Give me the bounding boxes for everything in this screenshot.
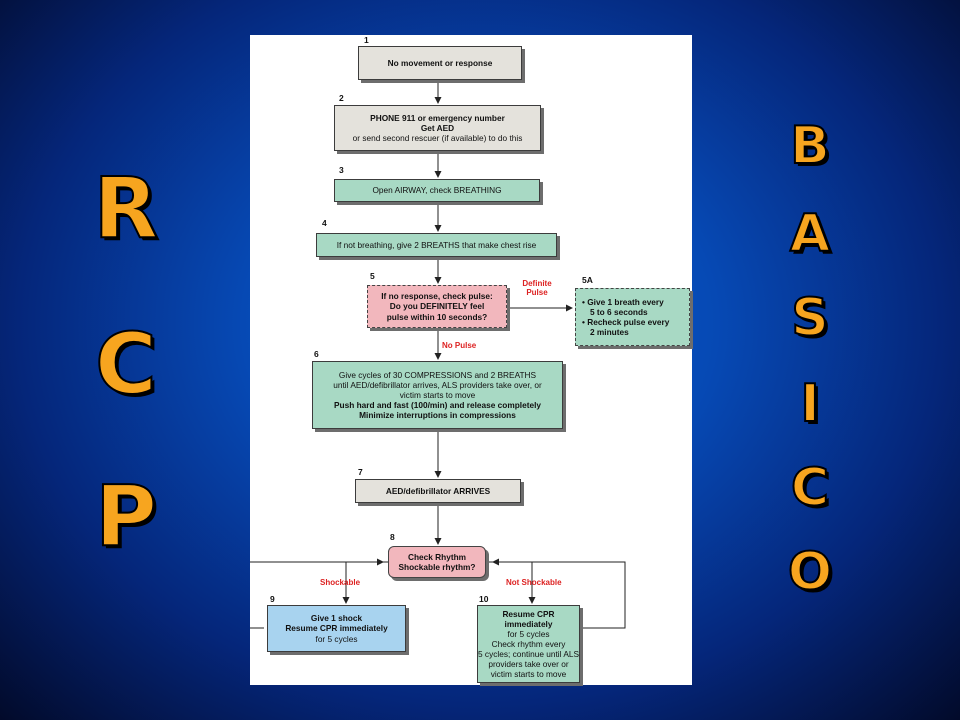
step-1-box: No movement or response <box>358 46 522 80</box>
step-text: Push hard and fast (100/min) and release… <box>333 400 542 411</box>
edge-label-not-shockable: Not Shockable <box>506 578 562 587</box>
step-text: • Recheck pulse every <box>582 317 670 327</box>
step-text: 5 to 6 seconds <box>590 306 648 317</box>
step-text: providers take over or <box>488 659 569 670</box>
step-5-decision-box: If no response, check pulse: Do you DEFI… <box>367 285 507 328</box>
step-text: or send second rescuer (if available) to… <box>352 133 523 144</box>
step-2-box: PHONE 911 or emergency number Get AED or… <box>334 105 541 151</box>
step-6-box: Give cycles of 30 COMPRESSIONS and 2 BRE… <box>312 361 563 429</box>
title-letter-o: O <box>787 542 833 602</box>
edge-label-shockable: Shockable <box>320 578 361 587</box>
step-text: Get AED <box>420 122 455 133</box>
title-letter-b: B <box>789 116 831 176</box>
edge-label-no-pulse: No Pulse <box>442 341 477 350</box>
title-letter-r: R <box>93 159 160 257</box>
step-text: Resume CPR immediately <box>285 623 388 634</box>
title-letter-i: I <box>799 374 820 434</box>
step-number: 6 <box>314 349 319 359</box>
step-text: until AED/defibrillator arrives, ALS pro… <box>333 379 542 390</box>
step-number: 10 <box>479 594 489 604</box>
edge-label-definite-pulse: Definite Pulse <box>522 279 552 298</box>
title-letter-a: A <box>789 204 831 264</box>
step-number: 2 <box>339 93 344 103</box>
step-text: Shockable rhythm? <box>398 562 476 572</box>
step-3-box: Open AIRWAY, check BREATHING <box>334 179 540 202</box>
step-text: victim starts to move <box>399 389 476 400</box>
step-text: PHONE 911 or emergency number <box>370 112 505 123</box>
step-4-box: If not breathing, give 2 BREATHS that ma… <box>316 233 557 257</box>
step-text: Check Rhythm <box>407 551 467 562</box>
step-5a-box: • Give 1 breath every 5 to 6 seconds • R… <box>575 288 690 346</box>
step-text: pulse within 10 seconds? <box>386 311 488 322</box>
step-text: Minimize interruptions in compressions <box>359 410 516 421</box>
step-text: Check rhythm every <box>491 638 566 649</box>
step-number: 1 <box>364 35 369 45</box>
step-text: victim starts to move <box>490 669 567 680</box>
step-text: No movement or response <box>387 57 493 68</box>
step-text: Resume CPR immediately <box>502 608 555 629</box>
step-8-decision-box: Check Rhythm Shockable rhythm? <box>388 546 486 578</box>
step-text: • Give 1 breath every <box>582 296 664 307</box>
step-number: 7 <box>358 467 363 477</box>
step-text: If not breathing, give 2 BREATHS that ma… <box>336 239 537 250</box>
step-text: Open AIRWAY, check BREATHING <box>372 185 502 196</box>
step-text: AED/defibrillator ARRIVES <box>385 485 491 496</box>
step-text: Do you DEFINITELY feel <box>389 301 485 312</box>
step-9-box: Give 1 shock Resume CPR immediately for … <box>267 605 406 652</box>
step-number: 5 <box>370 271 375 281</box>
step-number: 5A <box>582 275 593 285</box>
title-letter-s: S <box>790 288 829 348</box>
title-letter-p: P <box>94 467 158 565</box>
step-text: for 5 cycles <box>507 628 550 639</box>
flowchart-connectors <box>250 82 626 629</box>
step-number: 8 <box>390 532 395 542</box>
cpr-flowchart: 1 2 3 4 5 5A 6 7 8 9 10 No movement or r… <box>250 35 692 685</box>
step-7-box: AED/defibrillator ARRIVES <box>355 479 521 503</box>
step-text: If no response, check pulse: <box>381 291 493 302</box>
step-10-box: Resume CPR immediately for 5 cycles Chec… <box>477 605 580 683</box>
step-number: 9 <box>270 594 275 604</box>
step-number: 4 <box>322 218 327 228</box>
step-text: 5 cycles; continue until ALS <box>478 649 580 660</box>
title-letter-c: C <box>94 315 158 413</box>
step-text: 2 minutes <box>590 327 629 338</box>
step-text: Give cycles of 30 COMPRESSIONS and 2 BRE… <box>338 369 537 380</box>
step-text: for 5 cycles <box>315 633 358 644</box>
step-number: 3 <box>339 165 344 175</box>
title-letter-c2: C <box>790 458 830 518</box>
step-text: Give 1 shock <box>310 613 363 624</box>
